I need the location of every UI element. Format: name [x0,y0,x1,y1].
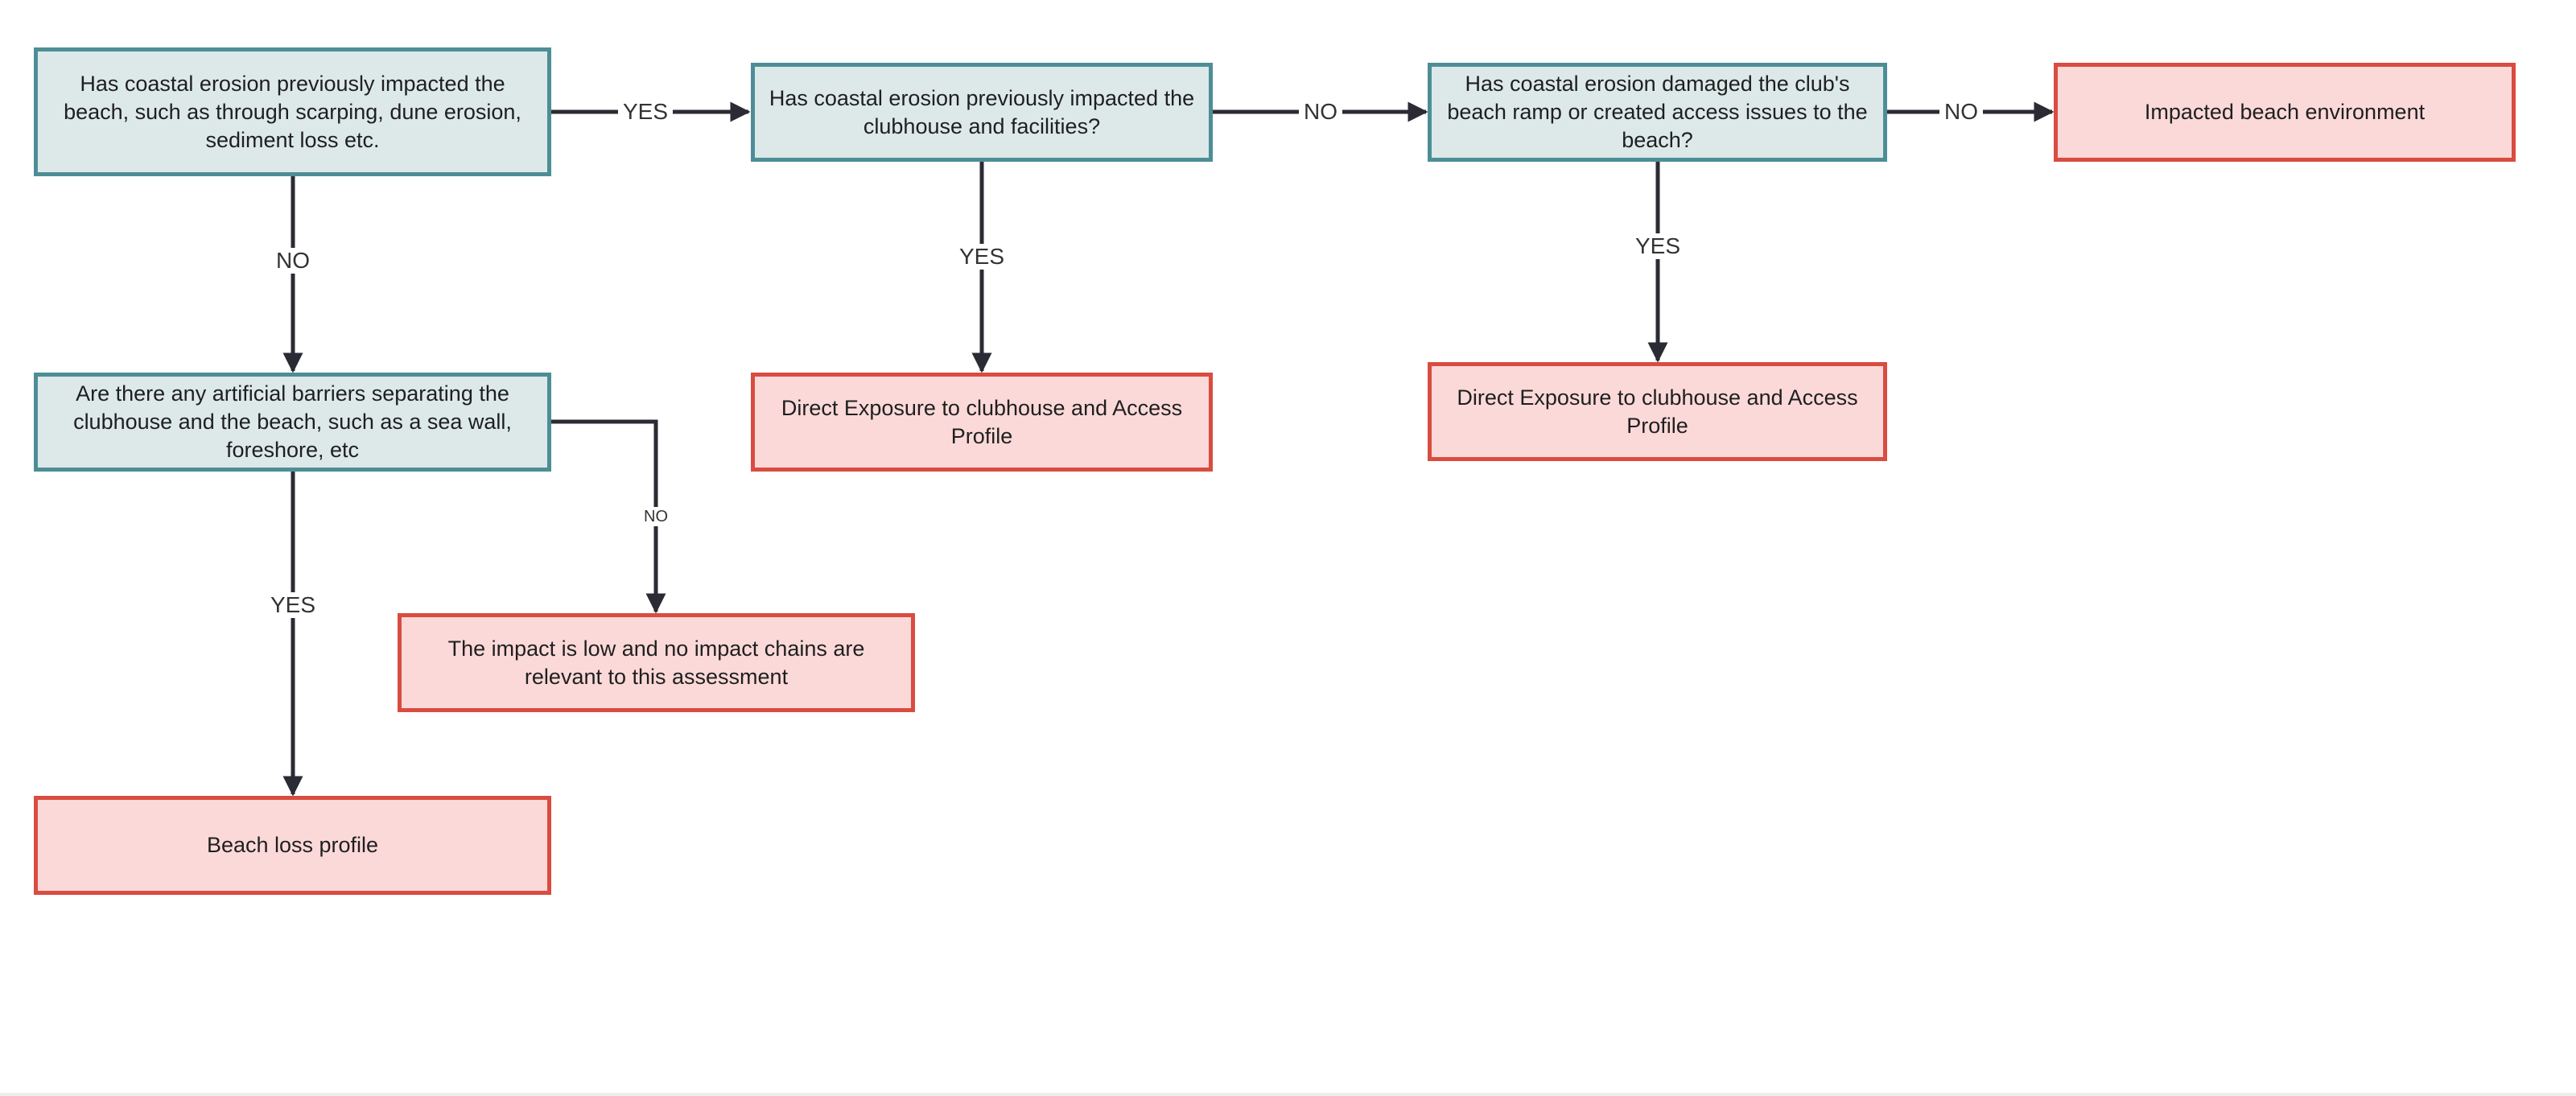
question-artificial-barriers: Are there any artificial barriers separa… [34,373,551,472]
question-clubhouse-impact-text: Has coastal erosion previously impacted … [769,85,1195,138]
edge-q4-low [551,419,666,614]
edge-label-q4-low: NO [641,507,670,526]
outcome-direct-exposure-2-text: Direct Exposure to clubhouse and Access … [1457,385,1858,438]
edge-label-q2-direct1: YES [954,244,1010,270]
outcome-impacted-beach-text: Impacted beach environment [2144,100,2426,124]
question-beach-impact: Has coastal erosion previously impacted … [34,47,551,176]
question-artificial-barriers-text: Are there any artificial barriers separa… [73,381,512,462]
question-beach-ramp-text: Has coastal erosion damaged the club's b… [1447,72,1868,152]
outcome-beach-loss-text: Beach loss profile [206,833,379,857]
edge-label-q3-impacted: NO [1939,99,1983,125]
edge-label-q3-direct2: YES [1630,233,1686,259]
outcome-direct-exposure-1-text: Direct Exposure to clubhouse and Access … [781,395,1183,448]
outcome-direct-exposure-2: Direct Exposure to clubhouse and Access … [1428,362,1887,461]
question-beach-ramp: Has coastal erosion damaged the club's b… [1428,63,1887,162]
edge-label-q4-beachloss: YES [265,592,321,618]
outcome-direct-exposure-1: Direct Exposure to clubhouse and Access … [751,373,1213,472]
question-beach-impact-text: Has coastal erosion previously impacted … [64,71,521,152]
bottom-border [0,1093,2576,1096]
outcome-low-impact: The impact is low and no impact chains a… [398,613,915,712]
question-clubhouse-impact: Has coastal erosion previously impacted … [751,63,1213,162]
outcome-impacted-beach: Impacted beach environment [2054,63,2516,162]
edge-label-q2-q3: NO [1299,99,1342,125]
outcome-low-impact-text: The impact is low and no impact chains a… [447,636,865,689]
edge-label-q1-q4: NO [271,248,315,274]
edge-label-q1-q2: YES [617,99,674,125]
outcome-beach-loss: Beach loss profile [34,796,551,895]
